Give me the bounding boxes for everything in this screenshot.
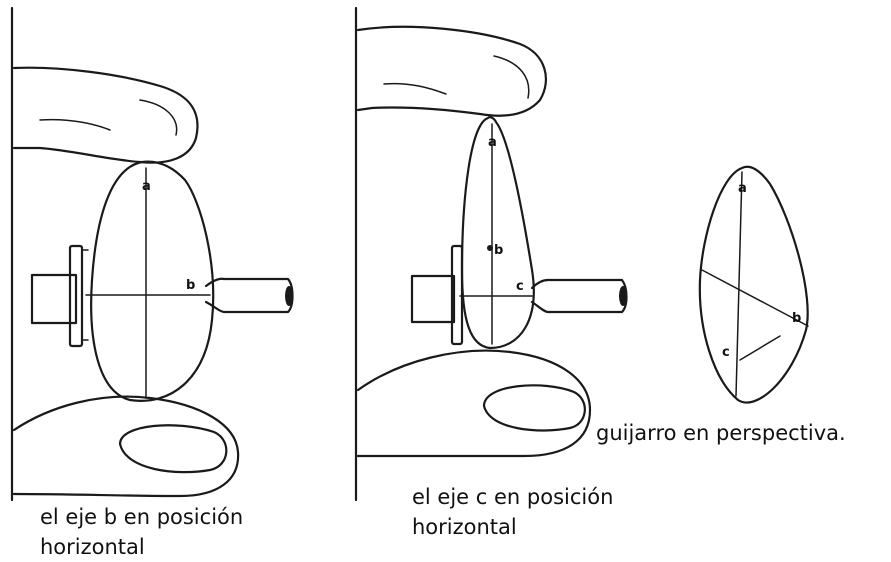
panel-1-bottom-thumb [12,395,240,498]
panel-2-label-c: c [516,279,524,294]
panel-2-bottom-thumb [356,349,592,458]
panel-1-rod-end [285,286,293,306]
panel-2-caption-line-1: el eje c en posición [412,485,614,509]
panel-2-caliper-right-rod [530,278,628,314]
panel-2-top-finger [356,25,548,117]
panel-3-axis-b [701,269,809,327]
panel-2-rod-end [619,286,627,306]
panel-2-pebble-outline [460,116,535,350]
panel-1-thumb-nail [118,424,228,474]
panel-perspective: a b c [698,165,809,404]
panel-3-label-c: c [722,345,730,360]
panel-2-axis-b-point [487,245,493,251]
panel-2-caliper-jaw [450,244,464,346]
panel-c-horizontal: a b c [354,6,628,502]
panel-1-top-finger [12,66,199,164]
panel-1-label-b: b [186,278,195,293]
panel-2-caliper-left-block [410,274,456,324]
panel-2-top-finger-nail [493,55,530,99]
panel-1-caliper-right-rod [204,277,294,314]
panel-3-axis-c [739,335,781,361]
panel-3-caption: guijarro en perspectiva. [596,421,846,445]
panel-1-caption: el eje b en posición horizontal [40,502,243,562]
panel-1-label-a: a [142,179,151,194]
panel-1-top-finger-nail [139,99,178,136]
panel-3-label-a: a [738,181,747,196]
panel-b-horizontal: a b [10,6,294,502]
panel-1-caliper-jaw [68,244,84,348]
panel-3-label-b: b [792,311,801,326]
panel-2-caption-line-2: horizontal [412,515,517,539]
panel-1-top-finger-crease [39,118,111,131]
panel-2-label-b: b [494,243,503,258]
panel-2-thumb-nail [482,384,586,432]
panel-1-caption-line-1: el eje b en posición [40,505,244,529]
panel-1-caption-line-2: horizontal [40,535,145,559]
panel-1-caliper-left-block [30,273,78,325]
panel-2-top-finger-crease [383,82,447,95]
panel-2-label-a: a [488,135,497,150]
panel-3-pebble-outline [698,165,809,404]
panel-2-caption: el eje c en posición horizontal [412,482,613,542]
panel-1-pebble-outline [90,160,215,402]
panel-3-axis-a [735,171,743,397]
